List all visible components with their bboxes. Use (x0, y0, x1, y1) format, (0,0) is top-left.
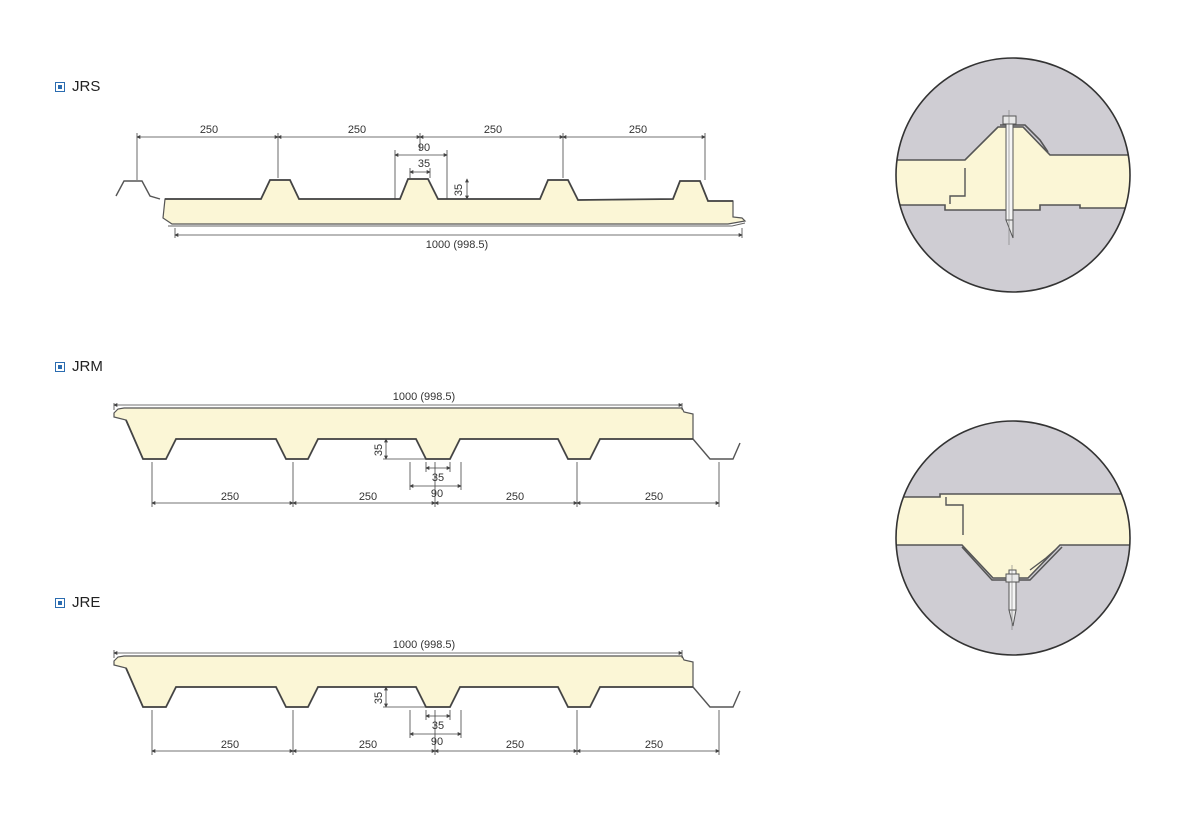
section-title-jrm-text: JRM (72, 358, 103, 375)
section-title-jrm: JRM (55, 358, 103, 375)
jrs-dimension-labels: 250 250 250 250 90 35 35 1000 (998.5) (200, 124, 647, 251)
section-title-jre-text: JRE (72, 594, 101, 611)
wall-joint-overlap (1029, 549, 1056, 571)
jrs-pitch-label-2: 250 (348, 124, 366, 136)
jre-pitch-label-3: 250 (506, 739, 524, 751)
jrm-profile (113, 407, 741, 460)
jrm-pitch-label-4: 250 (645, 491, 663, 503)
jrs-profile (115, 178, 747, 227)
jrm-rib-flat-label: 35 (432, 472, 444, 484)
jrs-top-sheet (165, 178, 733, 202)
jre-pitch-label-4: 250 (645, 739, 663, 751)
jrs-rib-height-label: 35 (453, 184, 465, 196)
square-bullet-icon (55, 597, 65, 608)
jrm-pitch-label-2: 250 (359, 491, 377, 503)
section-title-jre: JRE (55, 594, 100, 611)
jrs-rib-flat-label: 35 (418, 158, 430, 170)
jrm-rib-top-label: 90 (431, 488, 443, 500)
jre-pitch-label-1: 250 (221, 739, 239, 751)
fastener-head (1002, 115, 1017, 125)
jrm-rib-height-label: 35 (373, 444, 385, 456)
jrm-foam-core (113, 407, 694, 460)
jre-dimension-labels: 1000 (998.5) 35 35 90 250 250 250 250 (221, 639, 663, 751)
fastener-tip (1005, 219, 1014, 239)
jrm-dimension-labels: 1000 (998.5) 35 35 90 250 250 250 250 (221, 391, 663, 503)
jre-dimensions (113, 650, 720, 755)
jrs-pitch-label-1: 250 (200, 124, 218, 136)
jre-rib-height-label: 35 (373, 692, 385, 704)
jrs-pitch-label-4: 250 (629, 124, 647, 136)
wall-joint-detail (895, 420, 1131, 656)
jrm-bottom-sheet (125, 419, 693, 460)
jre-foam-core (113, 655, 694, 708)
jrs-rib-top-label: 90 (418, 142, 430, 154)
jre-profile (113, 655, 741, 708)
jrm-total-width-label: 1000 (998.5) (393, 391, 455, 403)
jrs-bottom-sheet (168, 222, 746, 227)
jre-bottom-sheet (125, 667, 693, 708)
jrm-pitch-label-1: 250 (221, 491, 239, 503)
jrs-dimensions (136, 133, 743, 238)
jrm-right-lip (692, 438, 741, 460)
wall-joint-hook (945, 497, 964, 535)
jre-right-lip (692, 686, 741, 708)
jrm-dimensions (113, 403, 720, 507)
jre-total-width-label: 1000 (998.5) (393, 639, 455, 651)
jrm-pitch-label-3: 250 (506, 491, 524, 503)
square-bullet-icon (55, 361, 65, 372)
fastener-tip (1008, 609, 1017, 627)
square-bullet-icon (55, 81, 65, 92)
section-title-jrs: JRS (55, 78, 100, 95)
jrs-left-lip (115, 180, 161, 200)
fastener-head (1005, 573, 1020, 583)
jre-rib-top-label: 90 (431, 736, 443, 748)
jre-rib-flat-label: 35 (432, 720, 444, 732)
jrs-total-width-label: 1000 (998.5) (426, 239, 488, 251)
jrs-pitch-label-3: 250 (484, 124, 502, 136)
roof-joint-hook (949, 168, 966, 204)
section-title-jrs-text: JRS (72, 78, 101, 95)
jre-pitch-label-2: 250 (359, 739, 377, 751)
wall-joint-foam (896, 493, 1130, 579)
roof-joint-detail (895, 57, 1131, 293)
fastener-shaft (1005, 119, 1014, 221)
